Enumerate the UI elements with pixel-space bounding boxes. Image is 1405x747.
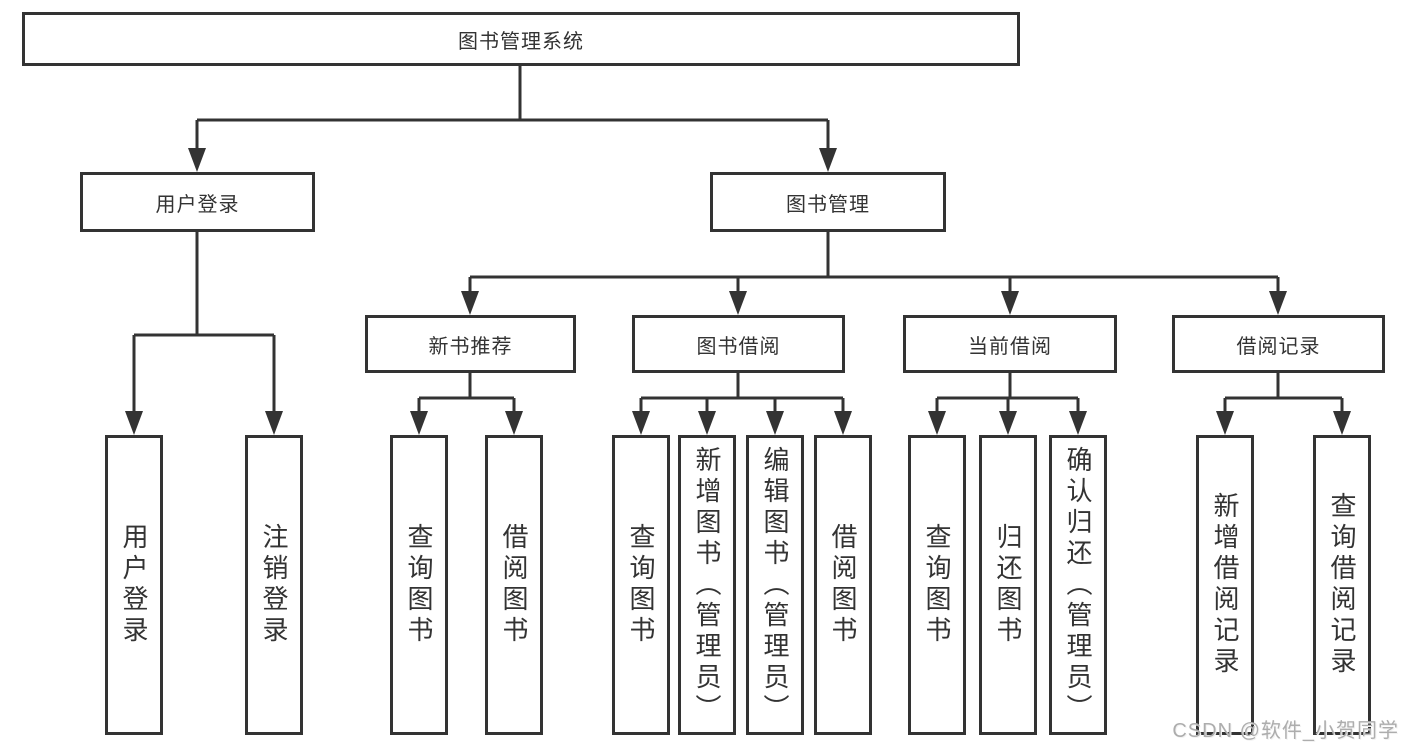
node-leaf-logout: 注销登录	[245, 435, 303, 735]
leaf-label: 新增借阅记录	[1210, 492, 1240, 678]
node-root: 图书管理系统	[22, 12, 1020, 66]
leaf-label: 借阅图书	[828, 523, 858, 647]
node-leaf-query-borrow-record: 查询借阅记录	[1313, 435, 1371, 735]
leaf-label: 查询图书	[922, 523, 952, 647]
leaf-label: 查询图书	[404, 523, 434, 647]
arrowheads	[125, 148, 1351, 435]
leaf-label: 查询图书	[626, 523, 656, 647]
leaf-label: 查询借阅记录	[1327, 492, 1357, 678]
node-leaf-query-books-current: 查询图书	[908, 435, 966, 735]
node-leaf-return-books: 归还图书	[979, 435, 1037, 735]
leaf-label: 确认归还（管理员）	[1063, 445, 1093, 725]
node-leaf-add-borrow-record: 新增借阅记录	[1196, 435, 1254, 735]
node-section-new-book-recommend: 新书推荐	[365, 315, 576, 373]
node-leaf-add-books-admin: 新增图书（管理员）	[678, 435, 736, 735]
leaf-label: 编辑图书（管理员）	[760, 445, 790, 725]
node-leaf-user-login: 用户登录	[105, 435, 163, 735]
node-leaf-borrow-books-recommend: 借阅图书	[485, 435, 543, 735]
node-leaf-edit-books-admin: 编辑图书（管理员）	[746, 435, 804, 735]
node-leaf-query-books-borrow: 查询图书	[612, 435, 670, 735]
node-leaf-query-books-recommend: 查询图书	[390, 435, 448, 735]
node-leaf-borrow-books: 借阅图书	[814, 435, 872, 735]
watermark-text: CSDN @软件_小贺同学	[1172, 720, 1399, 742]
node-section-book-borrow: 图书借阅	[632, 315, 845, 373]
leaf-label: 新增图书（管理员）	[692, 445, 722, 725]
node-leaf-confirm-return-admin: 确认归还（管理员）	[1049, 435, 1107, 735]
node-section-current-borrow: 当前借阅	[903, 315, 1117, 373]
leaf-label: 注销登录	[259, 523, 289, 647]
node-section-borrow-records: 借阅记录	[1172, 315, 1385, 373]
leaf-label: 用户登录	[119, 523, 149, 647]
leaf-label: 归还图书	[993, 523, 1023, 647]
leaf-label: 借阅图书	[499, 523, 529, 647]
node-branch-user-login: 用户登录	[80, 172, 315, 232]
node-branch-book-management: 图书管理	[710, 172, 946, 232]
